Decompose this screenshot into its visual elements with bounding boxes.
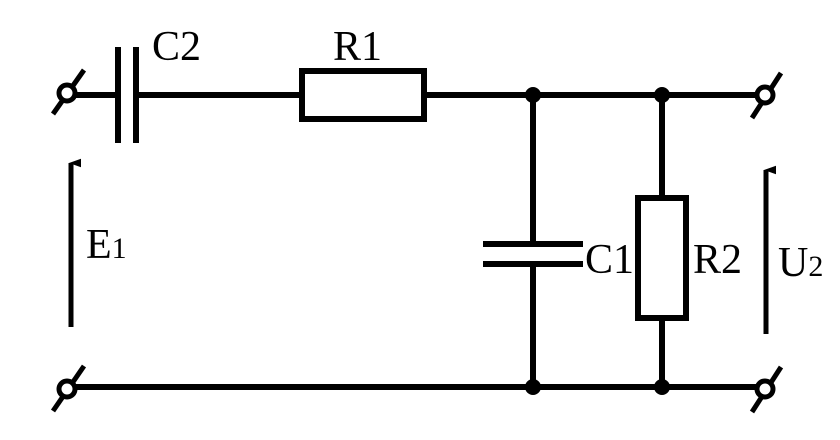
terminal-bottom-left: [56, 378, 78, 400]
terminal-bottom-right: [754, 378, 776, 400]
terminal-top-left: [56, 82, 78, 104]
label-e1: E1: [86, 222, 127, 268]
label-u2: U2: [778, 240, 823, 286]
r2-resistor-body: [635, 195, 689, 321]
r1-resistor-body: [299, 68, 427, 122]
junction-top-r2: [654, 87, 670, 103]
terminal-top-right: [754, 84, 776, 106]
label-r2: R2: [693, 237, 742, 283]
junction-bottom-c1: [525, 379, 541, 395]
junction-bottom-r2: [654, 379, 670, 395]
label-r1: R1: [333, 24, 382, 70]
label-c1: C1: [585, 237, 634, 283]
junction-top-c1: [525, 87, 541, 103]
label-c2: C2: [152, 24, 201, 70]
